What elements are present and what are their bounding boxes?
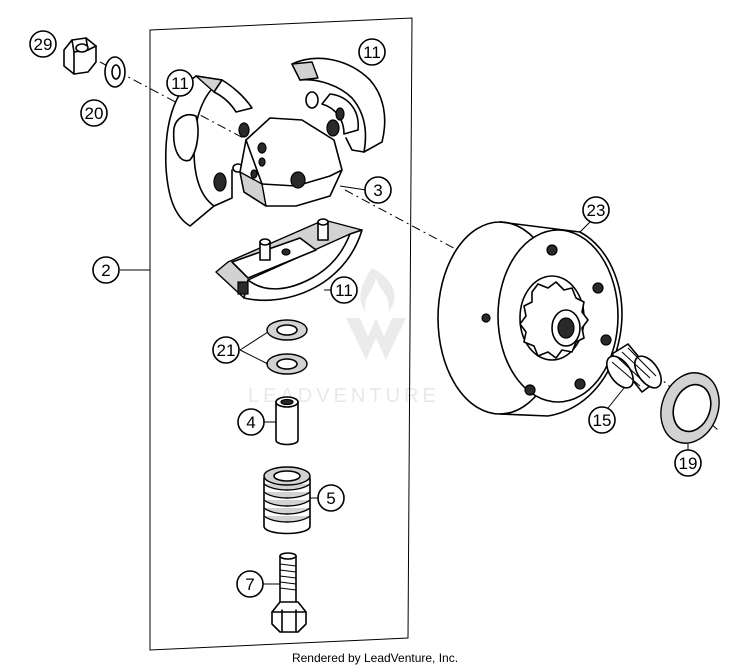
svg-text:23: 23 [587, 201, 606, 220]
clutch-shoe-top [291, 57, 386, 153]
svg-text:20: 20 [85, 104, 104, 123]
footer-credit: Rendered by LeadVenture, Inc. [292, 651, 458, 665]
leader-lines [120, 185, 689, 585]
callout-7: 7 [236, 570, 264, 598]
svg-text:5: 5 [326, 489, 335, 508]
washer-pair [266, 319, 308, 375]
svg-text:11: 11 [171, 74, 189, 93]
sleeve-part [275, 396, 299, 446]
callout-3: 3 [364, 176, 392, 204]
callout-21: 21 [212, 336, 240, 364]
needle-bearing [606, 343, 662, 393]
callout-4: 4 [237, 408, 265, 436]
callout-15: 15 [588, 406, 616, 434]
svg-text:15: 15 [593, 411, 612, 430]
svg-text:3: 3 [373, 181, 382, 200]
callout-11-bottom: 11 [330, 276, 358, 304]
clutch-shoe-bottom [215, 218, 363, 302]
svg-text:11: 11 [335, 281, 353, 300]
svg-text:7: 7 [245, 575, 254, 594]
nut-part [63, 37, 97, 75]
svg-text:19: 19 [679, 454, 698, 473]
spring-part [263, 466, 311, 535]
svg-text:29: 29 [34, 35, 53, 54]
callout-2: 2 [92, 256, 120, 284]
carrier-plate [239, 117, 343, 207]
svg-text:2: 2 [101, 261, 110, 280]
callout-19: 19 [674, 449, 702, 477]
callout-29: 29 [29, 30, 57, 58]
svg-text:21: 21 [217, 341, 236, 360]
bolt-part [271, 552, 307, 633]
callout-11-left: 11 [166, 69, 194, 97]
thrust-washer [660, 372, 720, 444]
callout-23: 23 [582, 196, 610, 224]
assembly-frame [149, 17, 413, 651]
svg-text:4: 4 [246, 413, 255, 432]
svg-text:11: 11 [363, 43, 381, 62]
callout-20: 20 [80, 99, 108, 127]
washer-part [104, 56, 126, 88]
callout-5: 5 [317, 484, 345, 512]
callout-11-top: 11 [358, 38, 386, 66]
clutch-drum [437, 221, 623, 417]
clutch-shoe-left [164, 75, 253, 227]
